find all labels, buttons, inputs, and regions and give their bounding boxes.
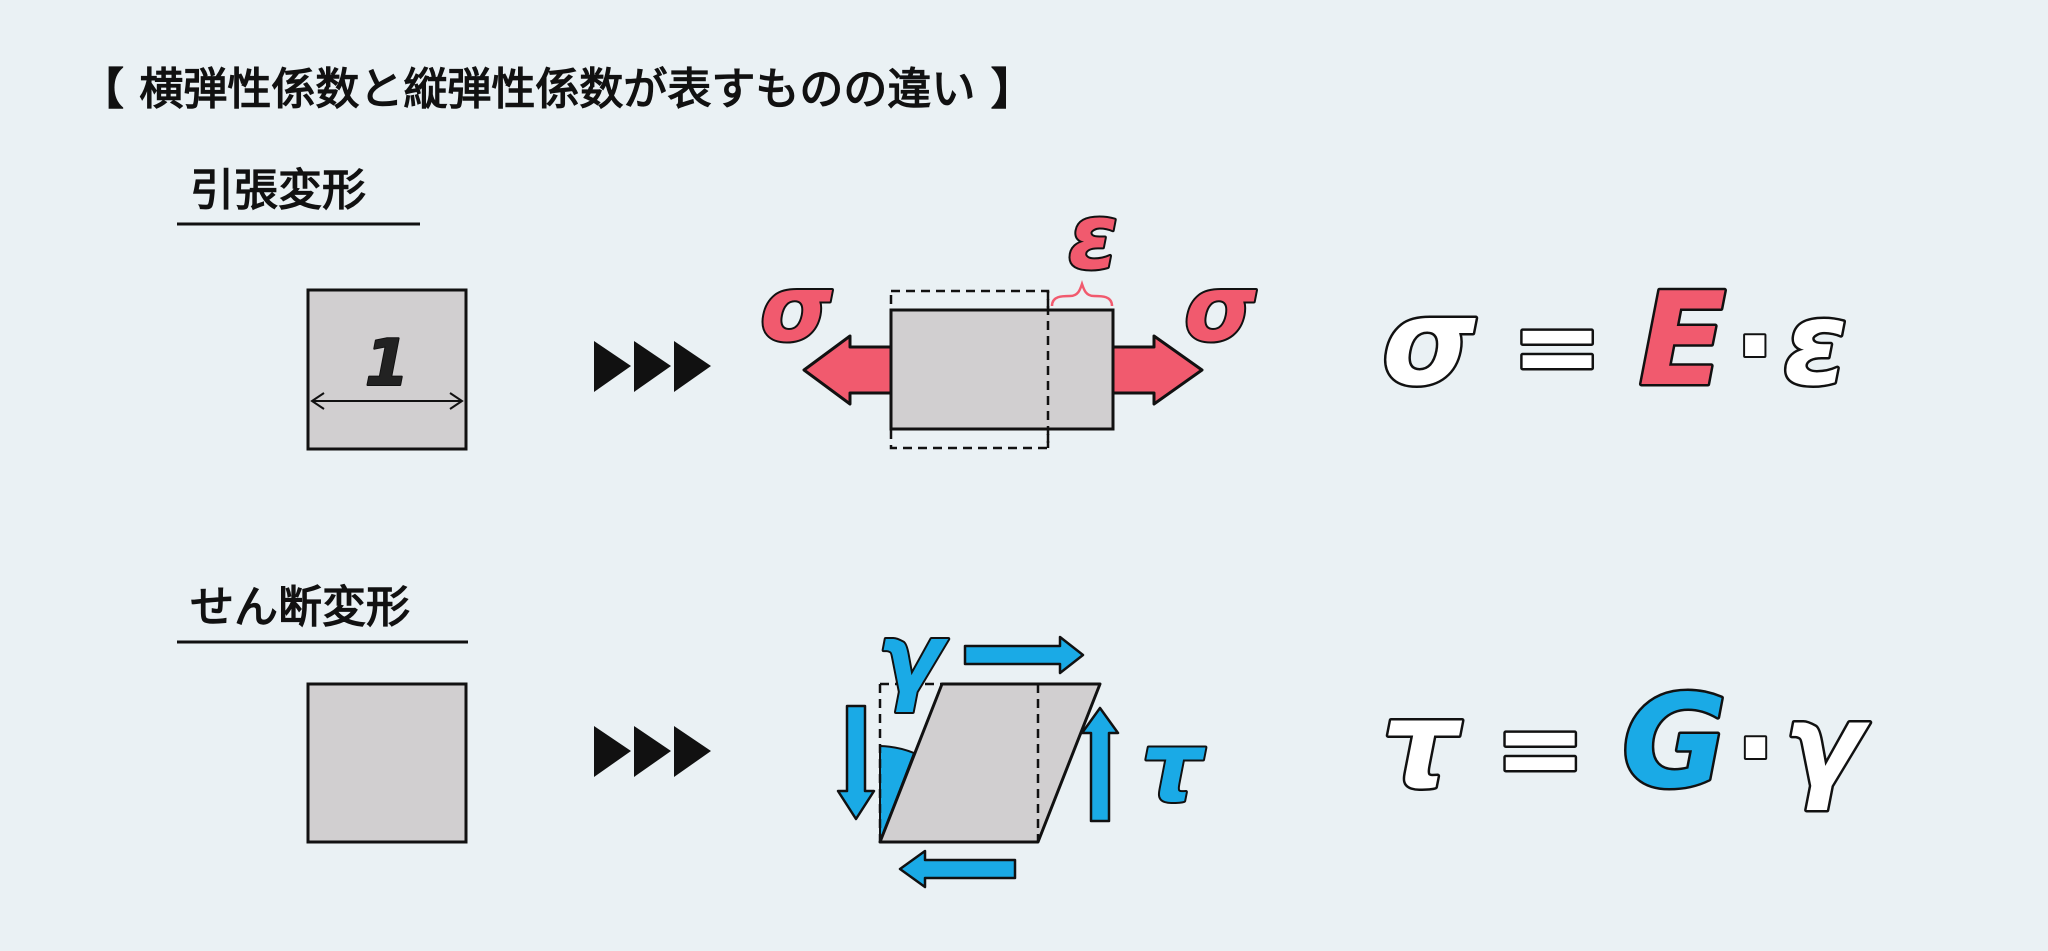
tensile-right-arrow [1111,334,1204,406]
formula-epsilon: ε [1783,277,1848,412]
shear-stress-label: τ [1141,711,1206,823]
tensile-original-outline [889,289,1050,450]
tensile-transition-arrows [594,341,711,392]
tensile-heading: 引張変形 [190,165,366,216]
shear-heading: せん断変形 [190,582,410,633]
formula-tau: τ [1382,676,1463,815]
tensile-section: 引張変形 1 σ σ ε σ = E · [177,165,1850,451]
tensile-stress-right-label: σ [1184,255,1256,362]
shear-bottom-arrow [898,849,1017,889]
shear-formula: τ = G · γ [1382,668,1870,817]
shear-left-arrow [836,704,876,821]
shear-original-block [306,682,468,844]
shear-top-arrow [963,635,1085,675]
tensile-left-arrow [802,334,893,406]
formula-equals: = [1511,282,1603,410]
tensile-formula: σ = E · ε [1382,266,1848,415]
shear-right-arrow [1080,706,1120,823]
dimension-arrowhead-left [310,392,325,410]
strain-label: ε [1068,185,1118,290]
formula-equals-shear: = [1494,684,1586,812]
formula-dot: · [1734,282,1776,410]
shear-deformed-block [878,682,1102,844]
formula-young-modulus: E [1639,266,1726,415]
tensile-original-block [306,288,468,451]
strain-brace [1050,280,1114,307]
dimension-arrowhead-right [449,392,464,410]
tensile-stress-left-label: σ [760,255,832,362]
shear-angle-label: γ [877,603,949,715]
shear-transition-arrows [594,726,711,777]
tensile-deformed-block [889,308,1115,431]
formula-sigma: σ [1382,274,1476,413]
shear-section: せん断変形 γ τ τ = G · γ [177,582,1872,889]
diagram-title: 【 横弾性係数と縦弾性係数が表すものの違い 】 [80,64,1035,115]
formula-gamma: γ [1784,679,1870,814]
formula-dot-shear: · [1735,684,1777,812]
unit-length-label: 1 [365,327,410,401]
formula-shear-modulus: G [1622,668,1727,817]
